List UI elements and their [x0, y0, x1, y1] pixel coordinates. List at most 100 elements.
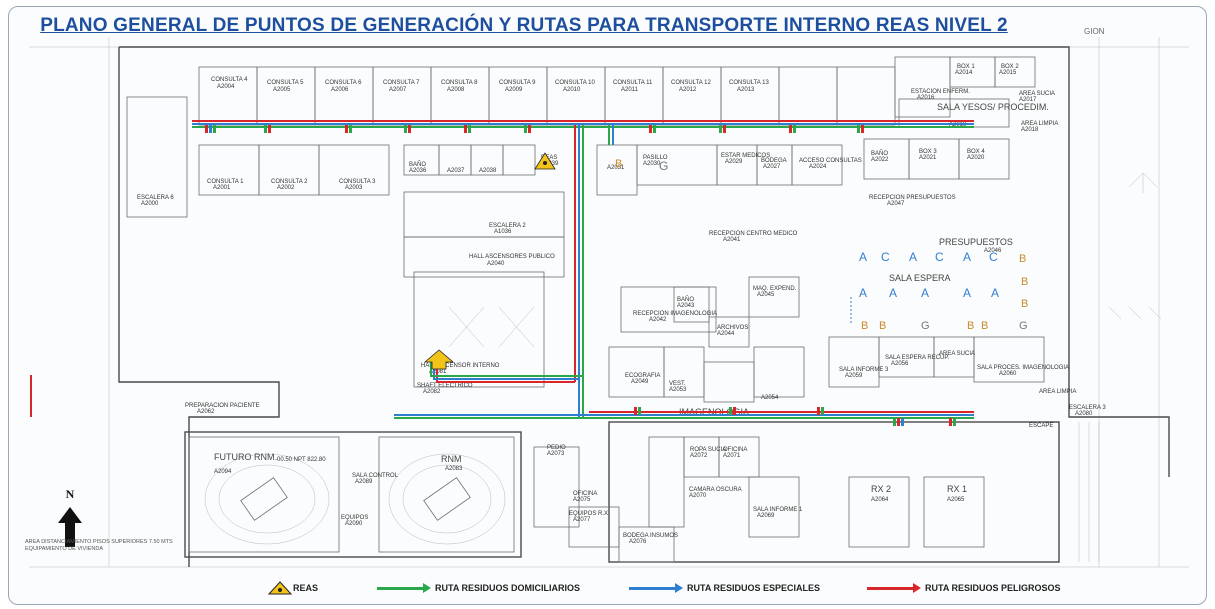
svg-text:CONSULTA 1: CONSULTA 1	[207, 179, 244, 185]
svg-text:A2002: A2002	[277, 185, 295, 191]
svg-text:A2029: A2029	[725, 159, 743, 165]
north-arrow-icon	[58, 507, 82, 547]
svg-text:BOX 4: BOX 4	[967, 149, 985, 155]
svg-text:ROPA SUCIA: ROPA SUCIA	[690, 447, 726, 453]
legend-peligrosos-label: RUTA RESIDUOS PELIGROSOS	[925, 583, 1061, 593]
svg-text:PASILLO: PASILLO	[643, 155, 668, 161]
svg-text:CONSULTA 6: CONSULTA 6	[325, 80, 362, 86]
svg-text:ESCAPE: ESCAPE	[1029, 423, 1053, 429]
svg-text:CONSULTA 12: CONSULTA 12	[671, 80, 711, 86]
svg-text:B: B	[967, 320, 974, 332]
svg-text:CONSULTA 13: CONSULTA 13	[729, 80, 769, 86]
svg-text:A2021: A2021	[919, 155, 937, 161]
legend-domiciliarios: RUTA RESIDUOS DOMICILIARIOS	[377, 579, 580, 597]
svg-text:A2017: A2017	[1019, 97, 1037, 103]
svg-text:A2020: A2020	[967, 155, 985, 161]
svg-text:A: A	[859, 250, 867, 264]
svg-text:B: B	[1021, 298, 1028, 310]
svg-text:A2060: A2060	[999, 371, 1017, 377]
svg-text:C: C	[935, 250, 944, 264]
svg-text:A2005: A2005	[273, 87, 291, 93]
svg-text:A: A	[991, 286, 999, 300]
svg-text:B: B	[879, 320, 886, 332]
plan-title: PLANO GENERAL DE PUNTOS DE GENERACIÓN Y …	[40, 15, 1008, 36]
svg-text:SALA YESOS/ PROCEDIM.: SALA YESOS/ PROCEDIM.	[937, 102, 1049, 112]
svg-text:A2045: A2045	[757, 292, 775, 298]
svg-text:CONSULTA 9: CONSULTA 9	[499, 80, 536, 86]
svg-text:BAÑO: BAÑO	[409, 161, 426, 168]
svg-text:BODEGA: BODEGA	[761, 158, 787, 164]
svg-text:A2003: A2003	[345, 185, 363, 191]
waste-routes	[192, 120, 974, 419]
svg-text:A2037: A2037	[447, 168, 465, 174]
legend-peligrosos: RUTA RESIDUOS PELIGROSOS	[867, 579, 1061, 597]
svg-text:A2090: A2090	[345, 521, 363, 527]
svg-text:A2012: A2012	[679, 87, 697, 93]
svg-text:BOX 1: BOX 1	[957, 64, 975, 70]
svg-text:RNM: RNM	[441, 454, 462, 464]
svg-text:A2054: A2054	[761, 395, 779, 401]
svg-text:OFICINA: OFICINA	[723, 447, 747, 453]
svg-text:ESTAR MEDICOS: ESTAR MEDICOS	[721, 153, 770, 159]
svg-text:C: C	[989, 250, 998, 264]
svg-text:CONSULTA 7: CONSULTA 7	[383, 80, 420, 86]
svg-text:AREA LIMPIA: AREA LIMPIA	[1021, 121, 1058, 127]
svg-text:RECEPCION PRESUPUESTOS: RECEPCION PRESUPUESTOS	[869, 195, 956, 201]
svg-text:EQUIPOS R.X: EQUIPOS R.X	[569, 511, 608, 517]
svg-text:A2022: A2022	[871, 157, 889, 163]
svg-text:B: B	[615, 158, 622, 170]
svg-text:A2043: A2043	[677, 303, 695, 309]
svg-text:HALL ASCENSORES PUBLICO: HALL ASCENSORES PUBLICO	[469, 254, 555, 260]
svg-text:B: B	[981, 320, 988, 332]
legend: REAS RUTA RESIDUOS DOMICILIARIOS RUTA RE…	[9, 577, 1206, 601]
svg-text:A2065: A2065	[947, 497, 965, 503]
svg-text:A2024: A2024	[809, 164, 827, 170]
svg-text:RX 1: RX 1	[947, 484, 967, 494]
svg-text:BOX 3: BOX 3	[919, 149, 937, 155]
svg-text:A2059: A2059	[845, 373, 863, 379]
svg-text:A2041: A2041	[723, 237, 741, 243]
svg-text:A2011: A2011	[621, 87, 639, 93]
svg-text:OFICINA: OFICINA	[573, 491, 597, 497]
svg-text:ARCHIVOS: ARCHIVOS	[717, 325, 748, 331]
svg-text:A2046: A2046	[984, 248, 1002, 254]
svg-text:CONSULTA 10: CONSULTA 10	[555, 80, 595, 86]
svg-text:A2082: A2082	[423, 389, 441, 395]
svg-text:BODEGA INSUMOS: BODEGA INSUMOS	[623, 533, 678, 539]
svg-text:HALL ASCENSOR INTERNO: HALL ASCENSOR INTERNO	[421, 363, 500, 369]
svg-text:A2015: A2015	[999, 70, 1017, 76]
svg-text:A2000: A2000	[141, 201, 159, 207]
svg-text:A2056: A2056	[891, 361, 909, 367]
svg-text:A2042: A2042	[649, 317, 667, 323]
svg-text:A2007: A2007	[389, 87, 407, 93]
svg-text:B: B	[861, 320, 868, 332]
blue-arrow-icon	[629, 582, 683, 593]
svg-text:A2069: A2069	[757, 513, 775, 519]
svg-text:ESCALERA 3: ESCALERA 3	[1069, 405, 1106, 411]
svg-text:PREPARACION PACIENTE: PREPARACION PACIENTE	[185, 403, 259, 409]
generation-points	[205, 125, 956, 426]
svg-text:BOX 2: BOX 2	[1001, 64, 1019, 70]
svg-text:A2094: A2094	[214, 469, 232, 475]
svg-text:SHAFT ELECTRICO: SHAFT ELECTRICO	[417, 383, 473, 389]
svg-text:ECOGRAFIA: ECOGRAFIA	[625, 373, 660, 379]
svg-text:EQUIPOS: EQUIPOS	[341, 515, 368, 521]
svg-text:AREA SUCIA: AREA SUCIA	[1019, 91, 1055, 97]
svg-text:CAMARA OSCURA: CAMARA OSCURA	[689, 487, 742, 493]
svg-text:A2010: A2010	[563, 87, 581, 93]
svg-text:A2077: A2077	[573, 517, 591, 523]
svg-text:A: A	[909, 250, 917, 264]
svg-text:A: A	[921, 286, 929, 300]
svg-text:AREA LIMPIA: AREA LIMPIA	[1039, 389, 1076, 395]
svg-text:A: A	[859, 286, 867, 300]
svg-text:A2081: A2081	[429, 369, 447, 375]
svg-text:MAQ. EXPEND.: MAQ. EXPEND.	[753, 286, 797, 292]
svg-text:A2044: A2044	[717, 331, 735, 337]
svg-text:ESTACION ENFERM.: ESTACION ENFERM.	[911, 89, 970, 95]
svg-text:CONSULTA 4: CONSULTA 4	[211, 77, 248, 83]
svg-text:PRESUPUESTOS: PRESUPUESTOS	[939, 237, 1013, 247]
svg-text:G: G	[921, 320, 930, 332]
